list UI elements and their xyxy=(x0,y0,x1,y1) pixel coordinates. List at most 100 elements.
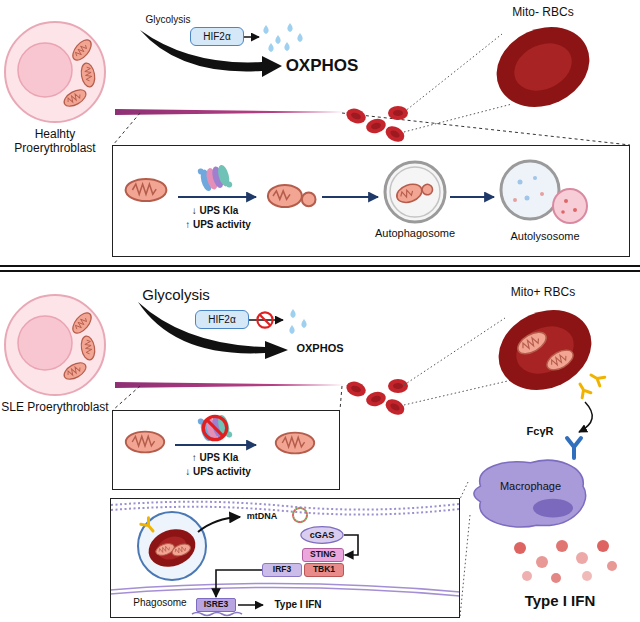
protein-box: IRF3 xyxy=(262,563,302,577)
small-rbcs xyxy=(383,123,407,145)
mitophagy-sequence xyxy=(518,180,523,185)
interferon-dots xyxy=(607,561,617,571)
small-rbcs xyxy=(365,117,388,136)
mitophagy-sequence xyxy=(450,196,494,198)
macrophage-cell-outline xyxy=(468,455,593,533)
phagosome xyxy=(141,518,157,534)
small-rbcs xyxy=(388,106,408,120)
mito-positive-rbc xyxy=(485,295,604,404)
healthy-proerythroblast xyxy=(69,37,94,64)
mtdna-plasmid xyxy=(293,508,307,522)
zoom-lines xyxy=(113,386,342,410)
mitophagy-sequence xyxy=(126,179,167,201)
droplets xyxy=(268,43,273,52)
healthy-proerythroblast xyxy=(5,22,105,122)
small-rbcs xyxy=(388,379,408,393)
small-rbcs xyxy=(344,106,368,126)
node-text: ISRE3 xyxy=(204,600,229,610)
mito-negative-rbc xyxy=(507,34,580,99)
cell-label: SLE Proerythroblast xyxy=(0,401,111,415)
factor-box: HIF2α xyxy=(190,27,244,46)
healthy-proerythroblast xyxy=(80,62,97,88)
mito-positive-rbc xyxy=(485,295,604,404)
metabolic-arc xyxy=(140,30,282,77)
mitophagy-sequence xyxy=(501,161,559,219)
inset-panel: cGASSTINGIRF3TBK1ISRE3mtDNAPhagosomeType… xyxy=(110,498,460,618)
node-text: ↑ UPS Kla xyxy=(170,452,260,464)
droplets xyxy=(301,319,306,328)
node-text: ↑ UPS activity xyxy=(168,219,268,231)
node-text: TBK1 xyxy=(313,565,335,575)
pathway-label: OXPHOS xyxy=(290,342,350,355)
dna-helix xyxy=(192,613,242,616)
nuclear-membrane xyxy=(110,587,460,596)
cell-membrane xyxy=(111,502,459,510)
small-rbcs xyxy=(344,106,408,145)
interferon-dots xyxy=(522,571,532,581)
pathway-label: Glycolysis xyxy=(133,14,203,26)
differentiation-bar xyxy=(115,382,345,388)
mito-positive-rbc xyxy=(589,371,605,386)
ups-block-sequence xyxy=(197,412,233,445)
release-arrow xyxy=(198,517,240,532)
ups-block-sequence xyxy=(203,416,226,439)
illustration xyxy=(257,312,272,327)
mitophagy-sequence xyxy=(178,196,256,198)
signal-connector xyxy=(216,570,262,597)
protein-box: TBK1 xyxy=(304,563,344,577)
binding-arrow xyxy=(579,402,592,432)
promoter-box: ISRE3 xyxy=(196,598,236,612)
mito-positive-rbc xyxy=(576,382,591,398)
cell-outline xyxy=(474,460,586,527)
node-text: Type I IFN xyxy=(263,599,333,611)
mitophagy-sequence xyxy=(525,196,530,201)
cell-label: Mito- RBCs xyxy=(488,6,598,20)
droplets xyxy=(263,25,268,34)
node-text: Macrophage xyxy=(500,480,561,493)
mito-positive-rbc xyxy=(544,346,577,374)
healthy-proerythroblast xyxy=(61,86,88,109)
sle-proerythroblast xyxy=(80,335,97,361)
node-text: ↓ UPS activity xyxy=(168,466,268,478)
droplets xyxy=(263,23,302,52)
interferon-dots xyxy=(514,540,617,583)
mitophagy-sequence xyxy=(533,176,537,180)
interferon-dots xyxy=(551,573,561,583)
mito-positive-rbc xyxy=(509,317,582,382)
mitophagy-sequence xyxy=(385,162,445,222)
phagosome xyxy=(138,512,206,580)
droplets xyxy=(289,325,294,334)
macrophage-cell: Macrophage xyxy=(468,455,593,533)
small-rbcs xyxy=(365,390,388,409)
mitophagy-sequence xyxy=(126,161,587,223)
droplets xyxy=(287,23,292,32)
factor-box: HIF2α xyxy=(195,310,249,329)
interferon-dots xyxy=(514,542,526,554)
mito-negative-rbc xyxy=(483,12,602,121)
sle-proerythroblast xyxy=(5,295,105,395)
mitophagy-sequence xyxy=(540,192,544,196)
zoom-lines xyxy=(404,34,512,132)
hif-arrow xyxy=(244,36,259,38)
sensor-ellipse: cGAS xyxy=(300,526,344,544)
ups-block-sequence xyxy=(126,432,164,453)
protein-box: STING xyxy=(302,548,344,562)
droplets xyxy=(289,309,306,334)
node-text: IRF3 xyxy=(273,565,291,575)
mito-negative-rbc xyxy=(483,12,602,121)
mitophagy-sequence xyxy=(553,189,587,223)
nuclear-membrane xyxy=(110,583,460,596)
receptor-label: FcγR xyxy=(520,425,560,438)
sle-proerythroblast xyxy=(61,359,88,382)
zoom-lines xyxy=(113,113,630,145)
interferon-dots xyxy=(582,571,592,581)
cell-nucleus xyxy=(533,499,573,518)
node-text: Autolysosome xyxy=(495,230,595,243)
sle-proerythroblast xyxy=(5,295,105,395)
panel-separator xyxy=(0,266,640,271)
interferon-dots xyxy=(556,540,568,552)
zoom-lines xyxy=(460,482,470,617)
panel-separator xyxy=(0,270,640,272)
node-text: mtDNA xyxy=(240,511,284,521)
